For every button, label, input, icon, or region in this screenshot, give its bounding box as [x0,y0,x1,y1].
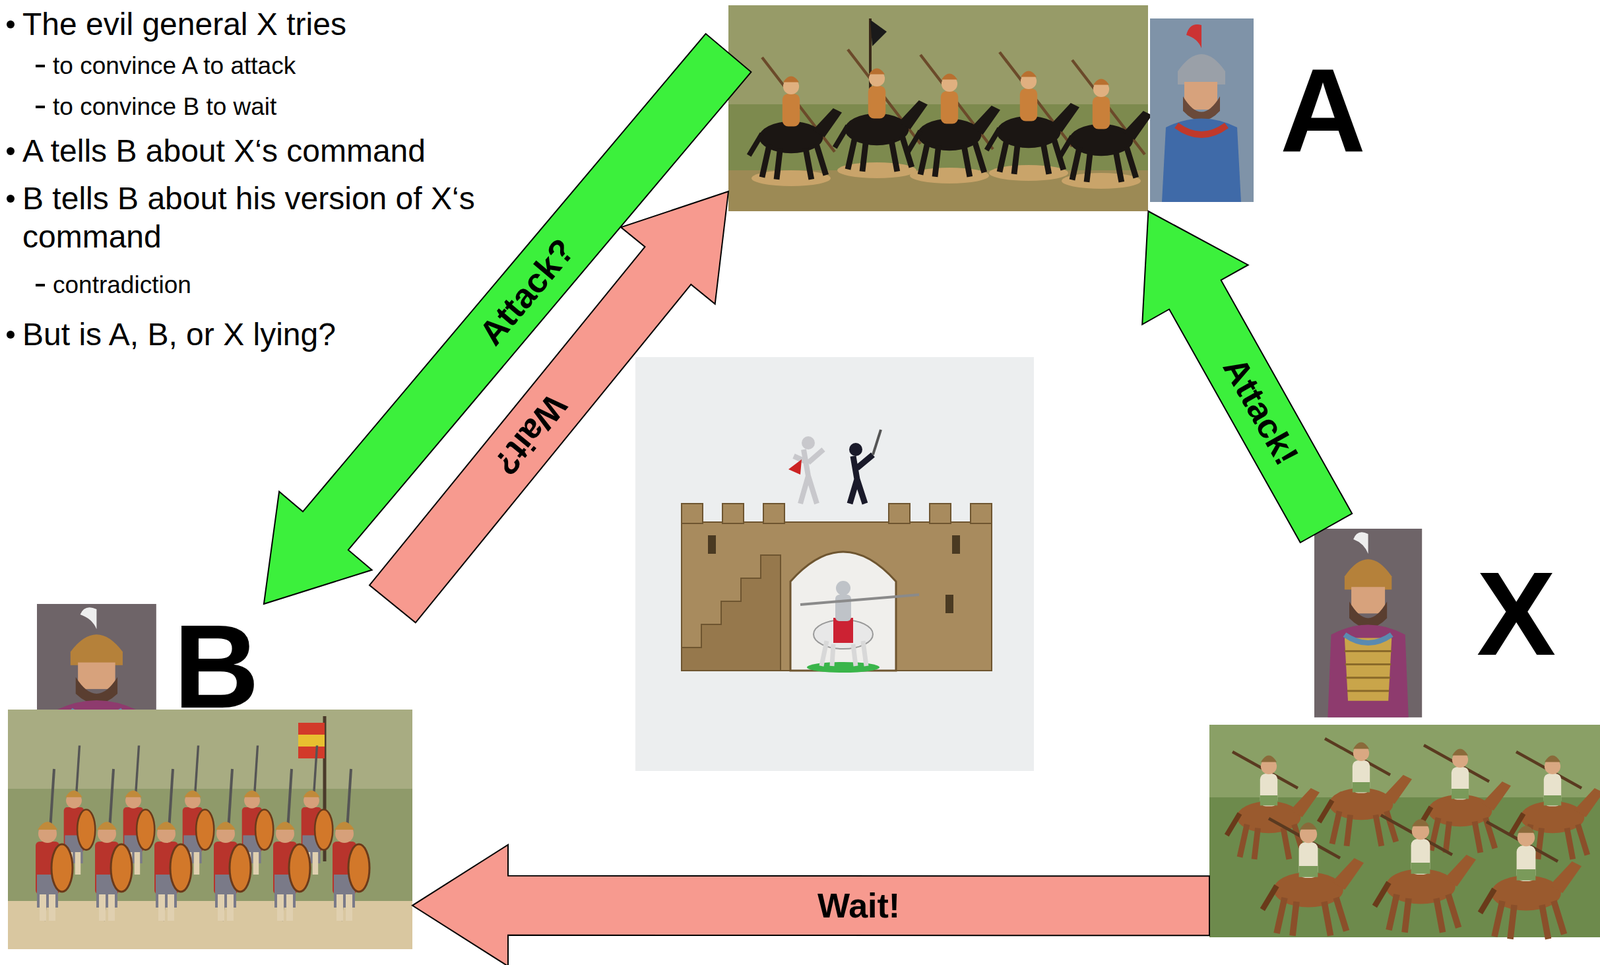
castle-gate-photo-part [763,503,785,524]
general-letter: B [173,607,260,726]
block-arrow [1142,211,1352,543]
castle-gate-photo-part [821,640,867,666]
castle-gate-photo-part [681,554,781,671]
general-portrait-part [1150,18,1254,202]
cavalry-photo-part [1262,818,1364,936]
cavalry-photo-part [1374,814,1476,933]
infantry-photo [7,709,413,949]
castle-gate-photo-part [722,503,744,524]
bullet-mark [35,64,45,68]
cavalry-photo-part [834,49,928,172]
general-portrait-part [1314,528,1422,718]
cavalry-photo-part [1318,738,1412,846]
general-node: X [1209,527,1600,937]
arrow-label: Wait! [817,888,900,923]
castle-gate-photo-part [888,503,910,524]
general-portrait [1314,528,1422,718]
general-node: B [6,603,413,951]
castle-gate-photo-part [952,535,960,554]
bullet-text: to convince B to wait [52,92,277,122]
castle-gate-photo-part [681,521,992,671]
infantry-photo-part [298,746,325,759]
bullet-text: to convince A to attack [52,51,296,81]
castle-gate-photo-part [793,449,824,504]
bullet-mark [6,194,15,203]
castle-gate-photo-part [635,356,1034,771]
castle-gate-photo-part [849,442,863,456]
castle-gate-photo-part [681,503,703,524]
bullet-mark [6,330,15,339]
general-node: A [728,5,1373,212]
infantry-photo-part [35,768,73,921]
general-portrait-part [1183,96,1220,121]
castle-gate-photo-part [929,503,951,524]
castle-gate-photo-part [801,436,815,450]
infantry-photo-part [7,709,413,949]
bullet-text: The evil general X tries [22,5,347,44]
castle-gate-photo [635,356,1034,771]
bullet-text: B tells B about his version of X‘s comma… [22,179,511,256]
cavalry-photo [728,5,1152,212]
general-portrait-part [1176,125,1227,135]
cavalry-photo-part [986,52,1080,175]
bullet-mark [35,105,45,109]
castle-gate-photo-part [788,459,802,475]
castle-gate-photo-part [806,661,880,673]
castle-gate-photo-part [970,503,992,524]
bullet-mark [35,283,45,287]
castle-gate-photo-part [835,580,851,596]
infantry-photo-part [213,768,251,921]
infantry-photo-part [298,722,325,735]
cavalry-photo-part [748,57,842,180]
cavalry-photo-part [870,19,887,47]
castle-gate-photo-part [849,454,873,504]
bullet-mark [6,147,15,156]
block-arrow [263,33,752,604]
castle-gate-photo-part [800,594,920,605]
castle-gate-photo-part [872,429,881,455]
block-arrow [412,844,1210,965]
cavalry-photo [1209,724,1600,939]
castle-gate-photo-part [835,594,852,621]
castle-gate-photo-part [790,551,896,671]
castle-gate-photo-part [707,535,716,554]
infantry-photo-part [95,768,132,921]
infantry-photo-part [298,734,325,747]
cavalry-photo-part [1479,821,1582,939]
cavalry-photo-part [1417,744,1511,853]
bullet-text: A tells B about X‘s command [22,131,426,171]
infantry-photo-part [332,768,370,921]
cavalry-photo-part [1058,60,1152,183]
castle-gate-photo-part [945,594,954,613]
block-arrow [369,191,729,623]
bullet-mark [6,20,15,29]
cavalry-photo-part [907,54,1001,177]
infantry-photo-part [273,768,311,921]
general-letter: X [1476,554,1556,673]
general-portrait-part [1177,54,1226,85]
bullet-text: But is A, B, or X lying? [22,315,336,354]
general-portrait [1150,18,1254,202]
bullet-text: contradiction [52,270,192,300]
infantry-photo-part [154,768,192,921]
castle-gate-photo-part [833,617,854,643]
general-portrait-part [1161,118,1242,203]
general-letter: A [1280,51,1366,171]
general-portrait-part [1186,24,1202,49]
